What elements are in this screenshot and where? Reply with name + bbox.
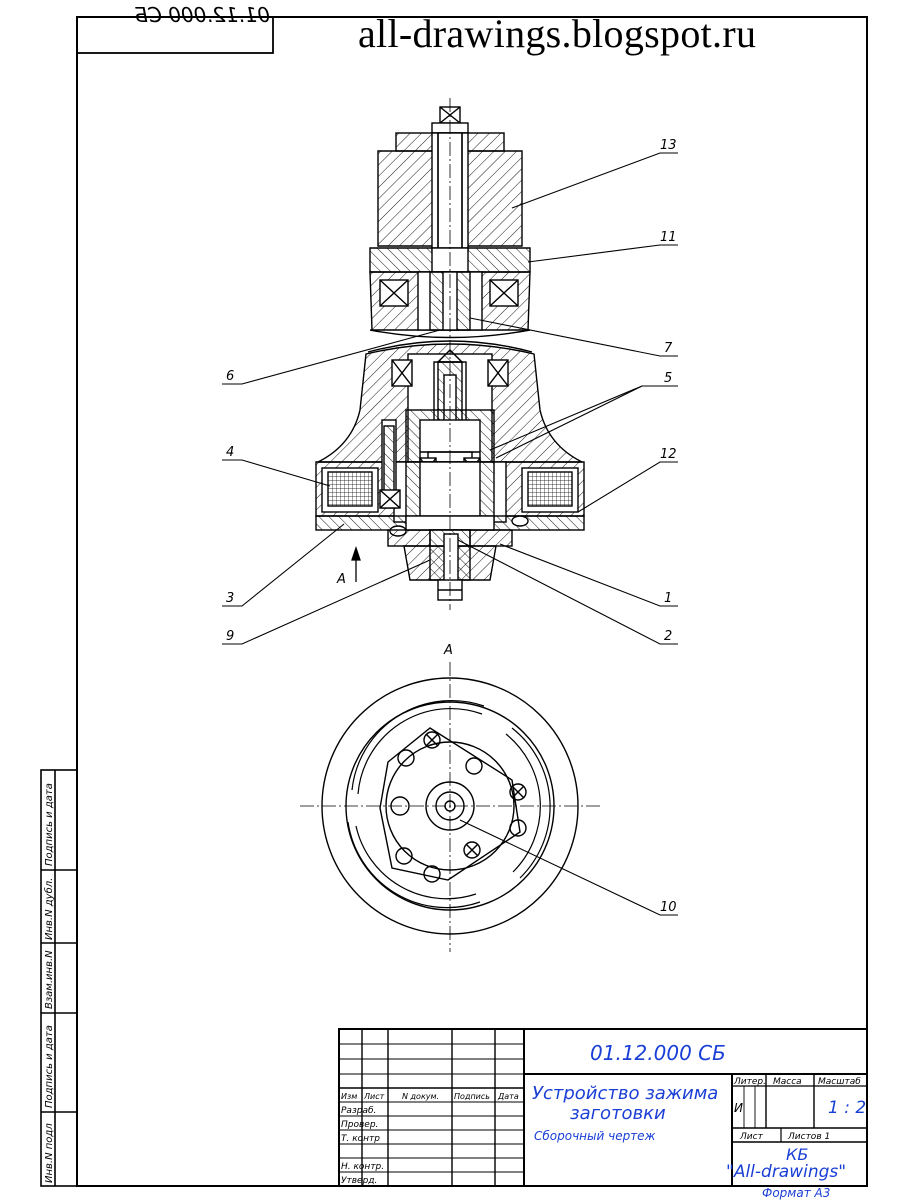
scale-header: Масштаб (818, 1077, 861, 1087)
side-stamp-label-3: Взам.инв.N (44, 950, 55, 1009)
callout-11: 11 (660, 230, 677, 245)
side-stamp (40, 769, 78, 1187)
role-prover: Провер. (341, 1120, 378, 1130)
role-nkontr: Н. контр. (341, 1162, 384, 1172)
section-arrow (351, 545, 361, 582)
name-line1: Устройство зажима (532, 1083, 718, 1104)
name-line2: заготовки (570, 1103, 666, 1124)
doc-code: 01.12.000 СБ (590, 1041, 726, 1065)
view-a-centerlines (300, 662, 600, 952)
col-doc: N докум. (402, 1092, 439, 1101)
scale-value: 1 : 2 (828, 1098, 866, 1118)
sheet-label: Лист (739, 1132, 764, 1142)
format-label: Формат А3 (762, 1186, 830, 1200)
role-razrab: Разраб. (341, 1106, 376, 1116)
lit-header: Литер. (733, 1077, 766, 1087)
svg-text:01.12.000 СБ: 01.12.000 СБ (134, 3, 270, 27)
callout-1: 1 (664, 591, 672, 606)
callout-3: 3 (226, 591, 234, 606)
callout-2: 2 (664, 629, 672, 644)
title-block (338, 1028, 868, 1187)
callout-7: 7 (664, 341, 673, 356)
callout-9: 9 (226, 629, 234, 644)
side-stamp-label-1: Инв.N подл (44, 1123, 55, 1183)
col-izm: Изм (341, 1092, 357, 1101)
col-date: Дата (497, 1092, 519, 1101)
side-stamp-label-5: Подпись и дата (44, 783, 55, 866)
title-block-text: 01.12.000 СБ Устройство зажима заготовки… (341, 1041, 866, 1200)
col-sign: Подпись (454, 1092, 490, 1101)
callout-10: 12 (660, 447, 677, 462)
org-line2: "All-drawings" (726, 1162, 846, 1182)
mass-header: Масса (773, 1077, 802, 1087)
section-arrow-label: А (336, 572, 346, 587)
col-list: Лист (363, 1092, 385, 1101)
callout-4: 4 (226, 445, 234, 460)
callout-labels: 13 11 7 6 5 4 12 3 1 9 2 10 (226, 138, 677, 915)
role-utverd: Утверд. (341, 1176, 377, 1186)
lit-value: И (734, 1101, 743, 1115)
mirrored-stamp-code: 01.12.000 СБ (134, 3, 270, 27)
sheets-label: Листов 1 (787, 1132, 830, 1142)
view-a-label: А (443, 643, 453, 658)
callout-13: 13 (660, 138, 677, 153)
side-stamp-labels: Инв.N подл Подпись и дата Взам.инв.N Инв… (43, 783, 55, 1183)
side-stamp-label-4: Инв.N дубл. (43, 878, 55, 940)
callout-5: 5 (664, 371, 672, 386)
callout-12: 10 (660, 900, 677, 915)
leader-lines (222, 152, 678, 916)
callout-6: 6 (226, 369, 234, 384)
org-line1: КБ (786, 1145, 808, 1164)
side-stamp-label-2: Подпись и дата (44, 1025, 55, 1108)
role-tkontr: Т. контр (341, 1134, 380, 1144)
site-watermark: all-drawings.blogspot.ru (358, 11, 757, 56)
doc-type: Сборочный чертеж (534, 1129, 656, 1143)
